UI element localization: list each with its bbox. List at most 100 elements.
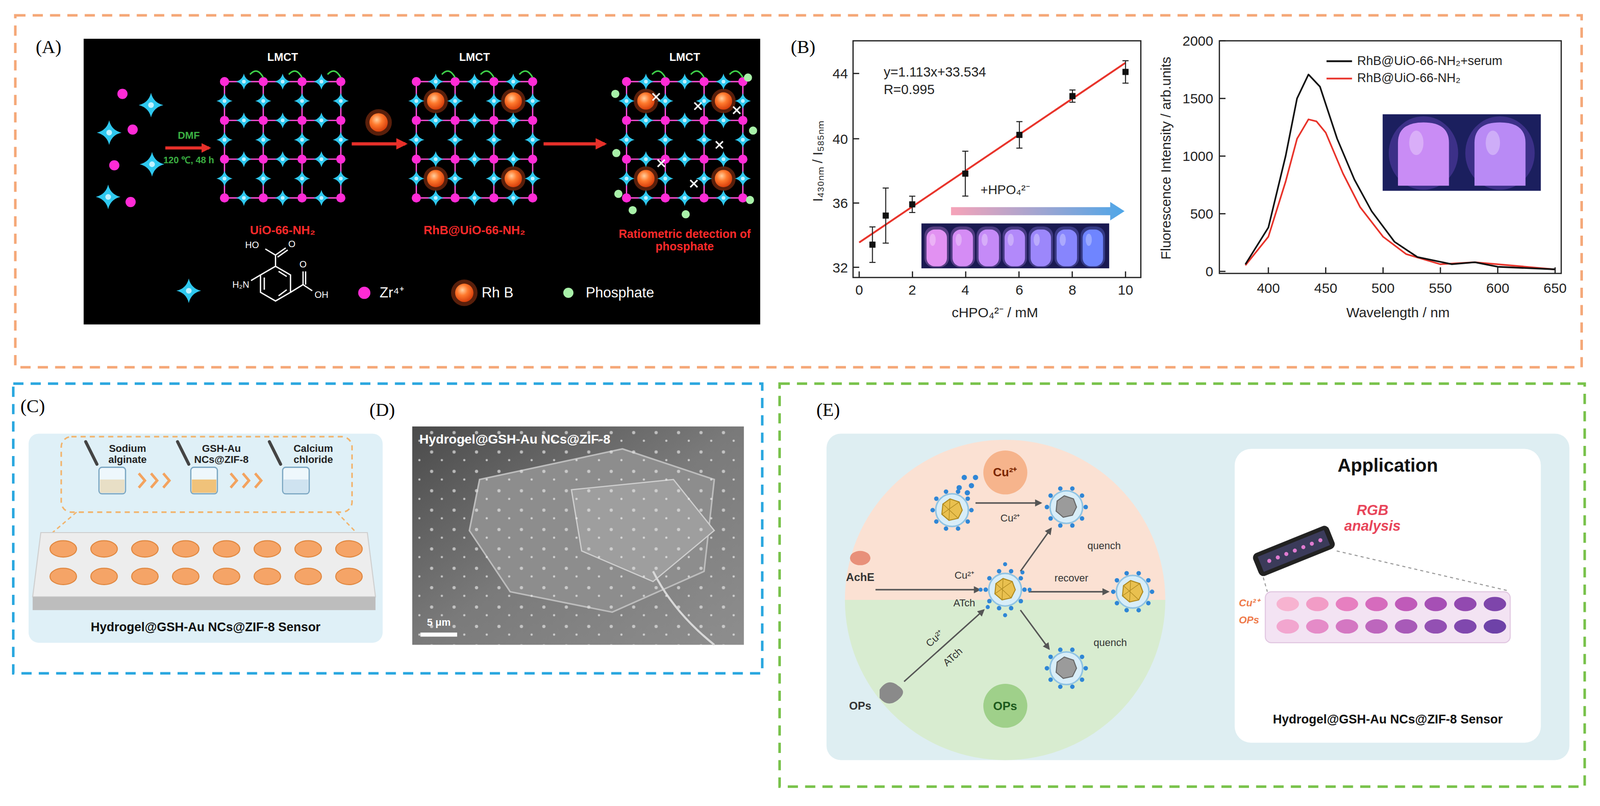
hydrogel-well xyxy=(49,568,77,585)
zr-node xyxy=(699,115,709,125)
hydrogel-well xyxy=(335,541,363,558)
vial-glow xyxy=(924,226,949,268)
figure-label: 0 xyxy=(1205,263,1214,280)
linker-star xyxy=(524,93,541,110)
sensor-preparation xyxy=(191,479,217,494)
linker-star xyxy=(505,73,522,90)
detection-scheme xyxy=(850,551,871,566)
zr-node xyxy=(738,115,748,125)
detection-scheme xyxy=(930,489,974,531)
node-text: Application xyxy=(1337,455,1439,476)
figure-label: +HPO₄²⁻ xyxy=(980,182,1030,197)
zr-node xyxy=(297,77,307,87)
axis-tick xyxy=(1382,267,1384,274)
blocked-mark xyxy=(694,102,702,110)
reactants xyxy=(117,89,128,100)
calibration-chart xyxy=(853,41,1142,278)
plate-well xyxy=(1276,619,1300,634)
spectrum-chart xyxy=(1245,119,1555,270)
detection-scheme xyxy=(964,490,971,496)
detection-scheme xyxy=(1044,647,1089,690)
scheme-legend xyxy=(451,279,478,307)
error-bar xyxy=(869,261,876,263)
linker-star xyxy=(466,151,483,168)
linker-star xyxy=(255,131,272,149)
error-bar xyxy=(1016,121,1023,123)
figure-label: 600 xyxy=(1486,279,1510,296)
linker-star xyxy=(715,151,732,168)
data-point xyxy=(1016,131,1023,138)
sensor-preparation xyxy=(138,473,170,488)
phosphate-dot xyxy=(628,206,637,215)
linker-star xyxy=(235,73,252,90)
spectrum-chart xyxy=(1245,74,1555,270)
zr-node xyxy=(336,154,346,164)
reactants xyxy=(125,196,136,208)
vial-glow xyxy=(1054,226,1079,268)
plate-well xyxy=(1483,596,1507,612)
figure-label: 500 xyxy=(1189,206,1214,222)
detection-scheme xyxy=(1020,528,1051,572)
figure-label: R=0.995 xyxy=(883,82,935,98)
rhb-molecule xyxy=(637,169,655,188)
plate-well xyxy=(1365,619,1388,634)
target-circle: Cu²⁺ xyxy=(982,450,1028,495)
error-bar xyxy=(882,187,889,189)
scheme-legend xyxy=(278,271,287,277)
spectrum-chart xyxy=(1474,122,1526,186)
application-box: ApplicationHydrogel@GSH-Au NCs@ZIF-8 Sen… xyxy=(1234,448,1541,743)
detection-scheme xyxy=(968,482,975,489)
figure-label: I₄₃₀ₙₘ / I₅₈₅ₙₘ xyxy=(809,120,826,202)
zr-node xyxy=(489,193,499,203)
figure-label: 6 xyxy=(1015,282,1024,298)
rhb-molecule xyxy=(427,169,445,188)
hydrogel-well xyxy=(254,568,281,585)
detection-scheme xyxy=(978,562,1032,618)
reactants xyxy=(95,184,121,209)
vial-highlight xyxy=(955,233,962,247)
blocked-mark xyxy=(652,93,660,101)
sensor-preparation xyxy=(99,467,126,494)
error-bar xyxy=(909,195,916,197)
calibration-chart xyxy=(853,41,1142,278)
detection-scheme xyxy=(961,475,968,481)
error-bar xyxy=(1069,101,1076,103)
linker-star xyxy=(715,190,732,207)
linker-star xyxy=(332,93,349,110)
figure-label: 400 xyxy=(1256,279,1280,296)
zr-node xyxy=(220,154,230,164)
detection-scheme xyxy=(1309,541,1315,547)
phosphate-dot xyxy=(743,73,753,82)
zr-node xyxy=(220,77,230,87)
zr-node xyxy=(738,193,748,203)
rhb-molecule xyxy=(427,92,445,110)
scheme-legend xyxy=(250,274,261,281)
figure-label: DMF xyxy=(177,130,200,142)
hydrogel-well xyxy=(254,541,281,558)
hydrogel-well xyxy=(294,541,322,558)
figure-label: cHPO₄²⁻ / mM xyxy=(951,304,1038,320)
zr-node xyxy=(699,193,709,203)
zr-node xyxy=(450,77,460,87)
rhb-molecule xyxy=(714,169,733,188)
sensor-preparation xyxy=(32,596,376,611)
zr-node xyxy=(489,154,499,164)
node-text: RhB@UiO-66-NH₂ xyxy=(423,223,526,238)
sensor-preparation xyxy=(177,441,189,465)
figure-label: HO xyxy=(244,239,259,250)
plate-well xyxy=(1335,619,1359,634)
figure-label: Cu²⁺ xyxy=(1000,512,1020,524)
detection-scheme xyxy=(1044,486,1089,529)
zr-node xyxy=(660,77,671,87)
linker-star xyxy=(313,190,330,207)
axis-tick xyxy=(964,271,967,278)
figure-label: Rh B xyxy=(481,285,514,301)
linker-star xyxy=(313,73,330,90)
axis-tick xyxy=(1219,270,1226,273)
figure-label: (A) xyxy=(35,36,62,58)
vial xyxy=(1030,229,1051,267)
detection-scheme xyxy=(1020,610,1049,649)
axis-tick xyxy=(1071,271,1073,278)
data-point xyxy=(1069,93,1076,100)
linker-star xyxy=(293,93,310,110)
